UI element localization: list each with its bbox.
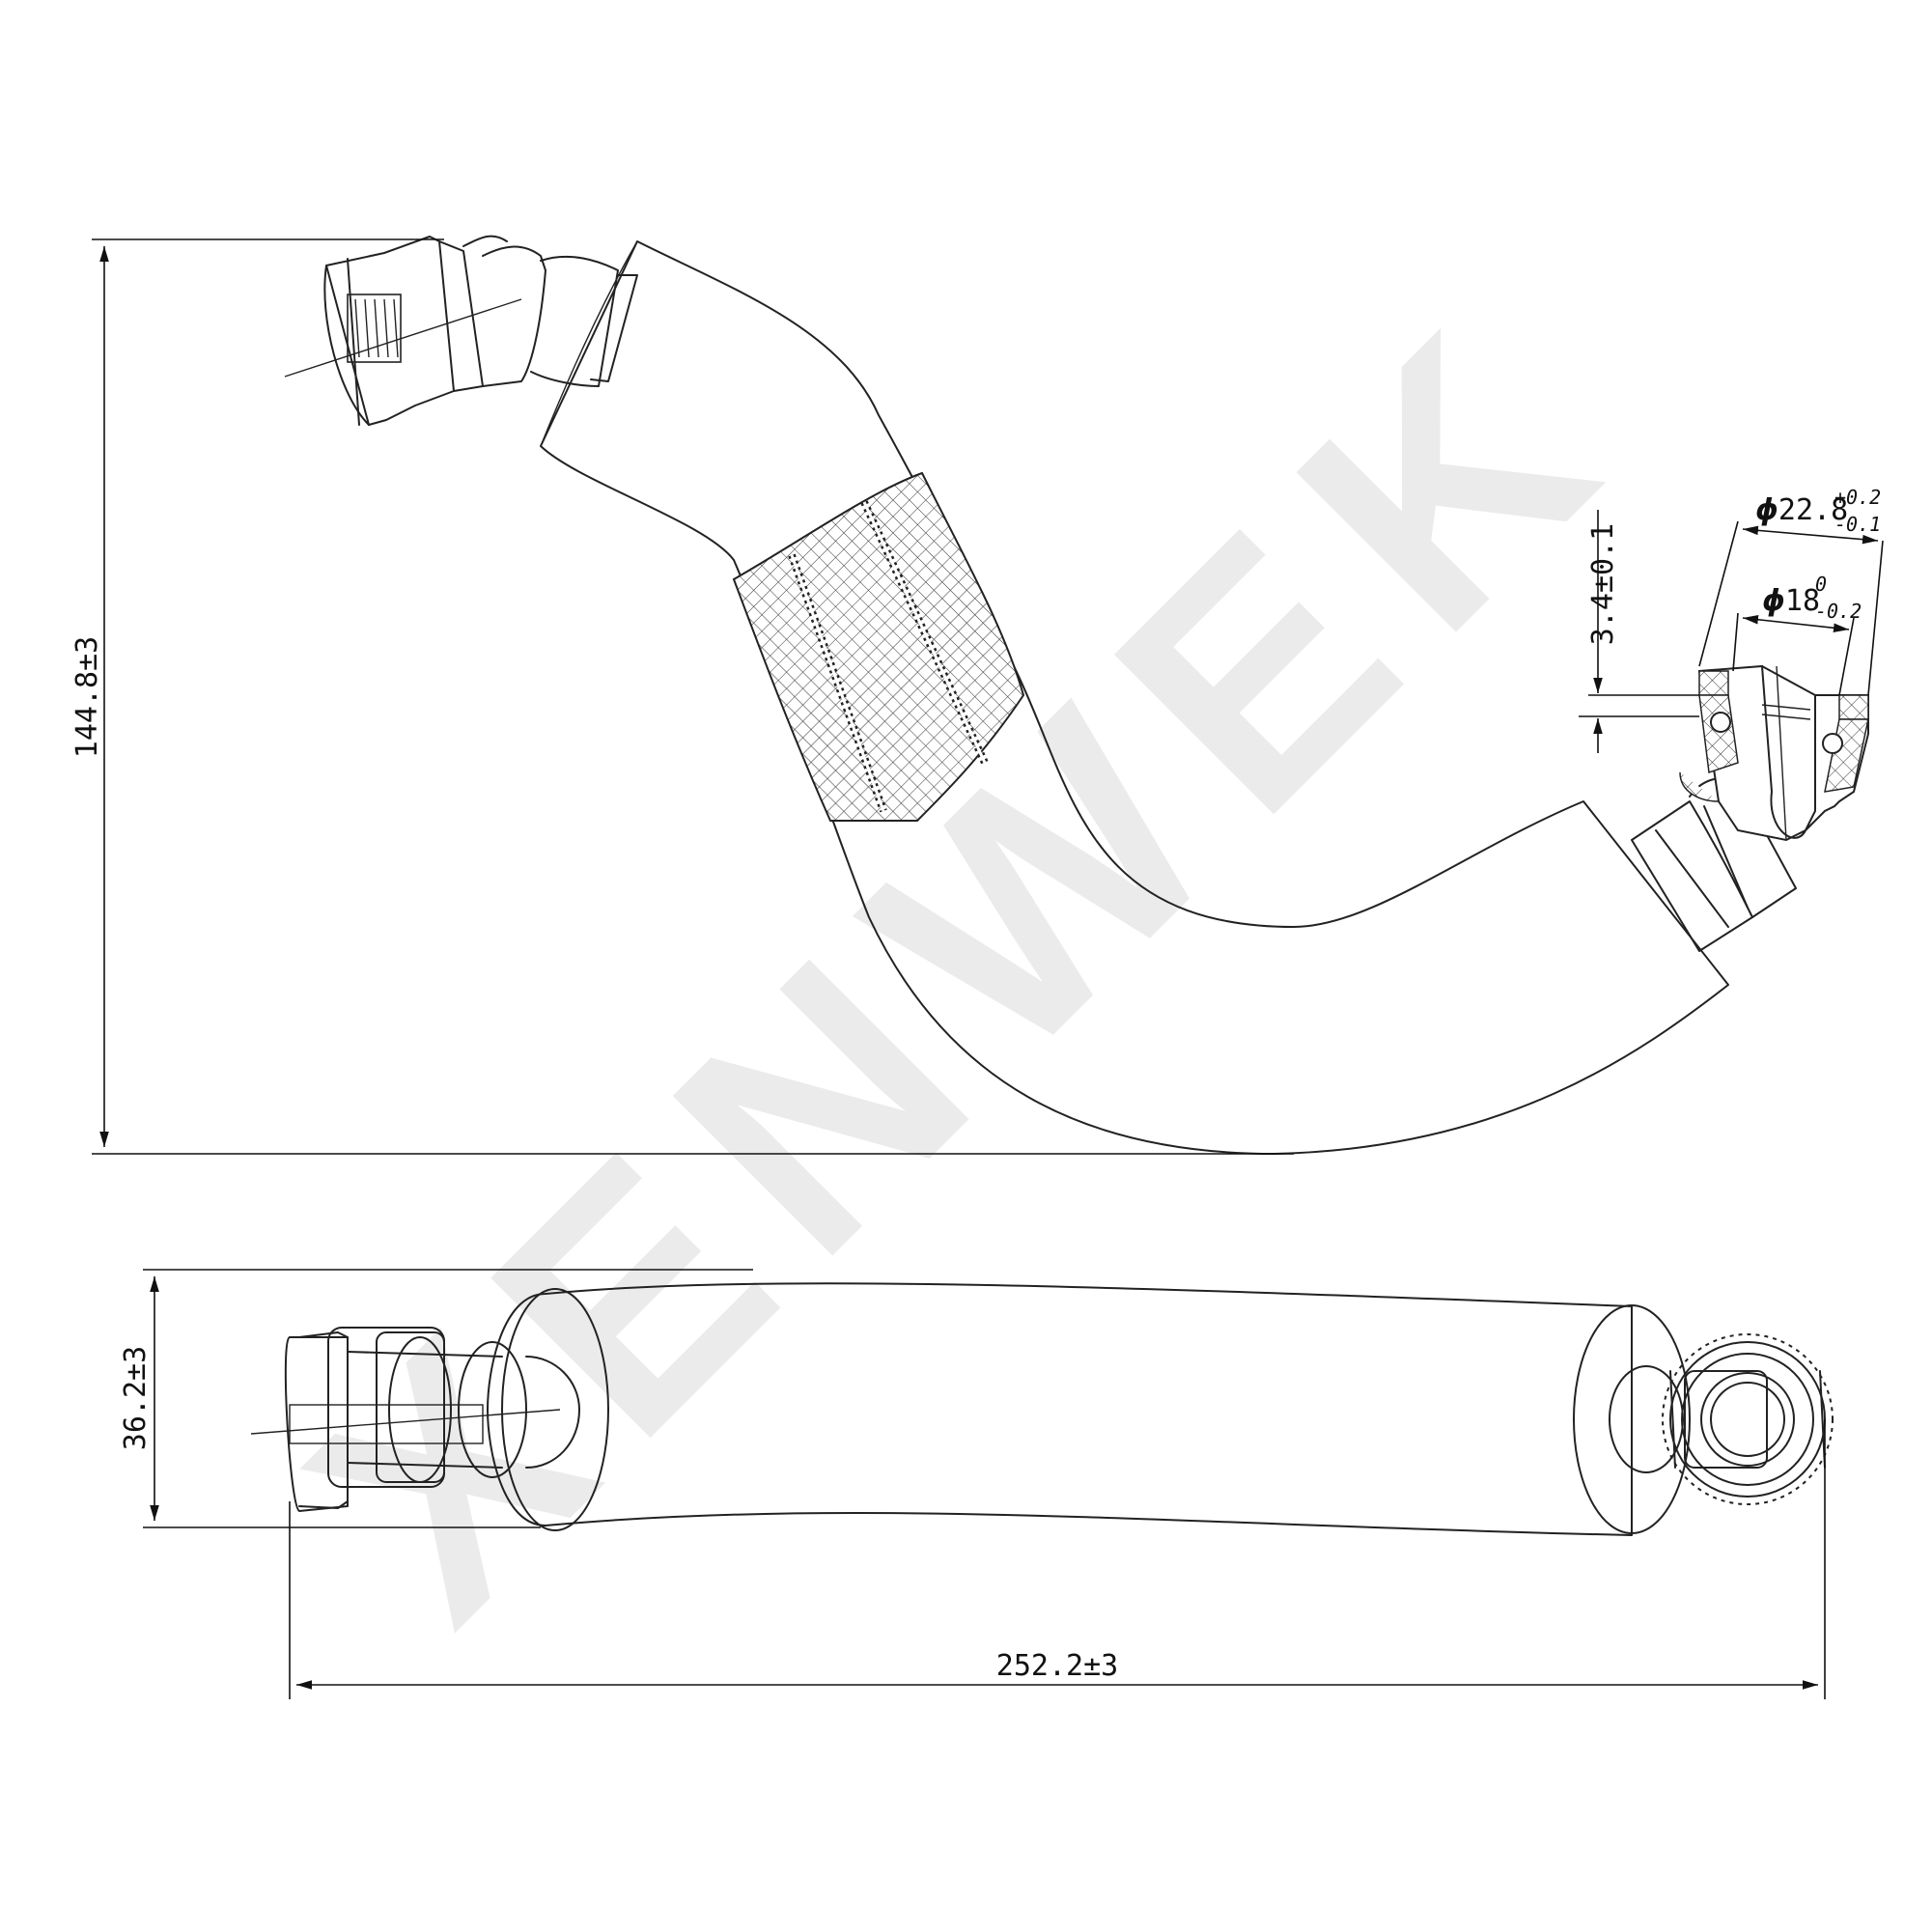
- dimension-height-side: 36.2±3: [119, 1269, 753, 1528]
- wall-thickness-label: 3.4±0.1: [1586, 523, 1620, 645]
- dimension-height-overall: 144.8±3: [70, 238, 1294, 1155]
- dimension-wall-thickness: 3.4±0.1: [1579, 510, 1699, 753]
- left-connector-top: [284, 235, 638, 426]
- hatched-section: [732, 471, 1025, 823]
- outer-diameter-label: ϕ22.8: [1755, 493, 1848, 527]
- dimension-outer-diameter: ϕ22.8 +0.2 -0.1: [1698, 486, 1884, 696]
- dimension-inner-diameter: ϕ18 0 -0.2: [1732, 573, 1862, 696]
- inner-diameter-upper-tol: 0: [1815, 573, 1827, 596]
- outer-diameter-upper-tol: +0.2: [1834, 486, 1881, 509]
- right-connector-section: [1631, 664, 1869, 952]
- outer-diameter-lower-tol: -0.1: [1834, 513, 1881, 536]
- watermark: XENWEK: [243, 243, 1686, 1686]
- dimension-length-overall: 252.2±3: [289, 1419, 1826, 1699]
- hose-top-view: [284, 235, 1869, 1155]
- height-overall-label: 144.8±3: [70, 636, 104, 758]
- height-side-label: 36.2±3: [119, 1346, 153, 1450]
- hose-body-side: [487, 1282, 1633, 1536]
- inner-diameter-label: ϕ18: [1762, 584, 1820, 618]
- inner-diameter-lower-tol: -0.2: [1815, 600, 1862, 623]
- left-connector-side: [250, 1327, 580, 1512]
- length-overall-label: 252.2±3: [996, 1649, 1118, 1683]
- right-connector-side: [1609, 1333, 1834, 1505]
- watermark-text: XENWEK: [243, 243, 1686, 1686]
- hose-side-view: [250, 1282, 1834, 1536]
